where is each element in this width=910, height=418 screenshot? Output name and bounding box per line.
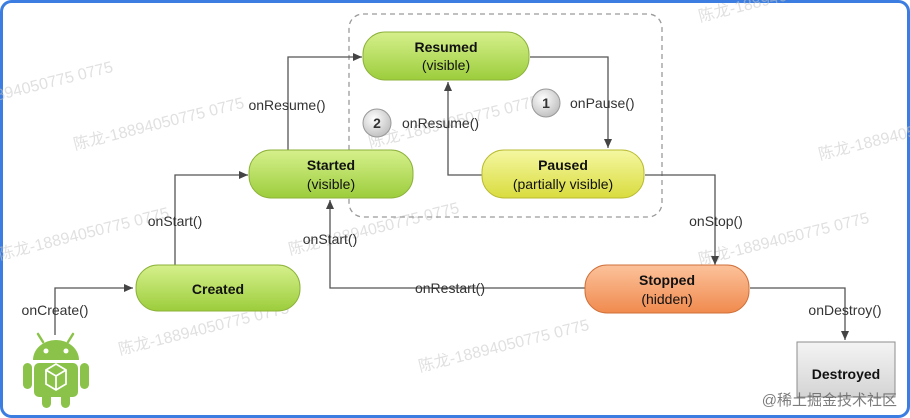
state-stopped-title: Stopped	[639, 272, 695, 288]
arrow-onresume-paused	[444, 82, 482, 176]
state-destroyed-title: Destroyed	[812, 366, 880, 382]
state-started-subtitle: (visible)	[307, 176, 355, 192]
state-resumed-title: Resumed	[414, 39, 477, 55]
arrow-ondestroy	[750, 287, 849, 340]
arrow-onstop	[645, 174, 719, 265]
label-onstart-created: onStart()	[148, 213, 202, 229]
label-onstart-restart: onStart()	[303, 231, 357, 247]
state-started: Started (visible)	[248, 149, 414, 199]
label-onresume-started: onResume()	[248, 97, 325, 113]
arrow-oncreate	[54, 284, 133, 335]
label-oncreate: onCreate()	[22, 302, 89, 318]
state-paused: Paused (partially visible)	[481, 149, 645, 199]
state-created-title: Created	[192, 281, 244, 297]
state-started-title: Started	[307, 157, 355, 173]
state-stopped-subtitle: (hidden)	[641, 291, 692, 307]
badge-1-number: 1	[542, 95, 550, 111]
badge-2-number: 2	[373, 115, 381, 131]
arrow-onpause	[530, 56, 612, 148]
state-destroyed: Destroyed	[796, 341, 896, 398]
credit-watermark: @稀土掘金技术社区	[762, 392, 897, 409]
badge-2: 2	[362, 108, 392, 138]
state-paused-subtitle: (partially visible)	[513, 176, 613, 192]
state-stopped: Stopped (hidden)	[584, 264, 750, 314]
label-onrestart: onRestart()	[415, 280, 485, 296]
state-resumed-subtitle: (visible)	[422, 57, 470, 73]
label-onpause: onPause()	[570, 95, 635, 111]
arrow-onresume-started	[287, 53, 362, 150]
label-onresume-paused: onResume()	[402, 115, 479, 131]
state-created: Created	[135, 264, 301, 312]
label-onstop: onStop()	[689, 213, 743, 229]
arrow-onrestart	[326, 200, 585, 289]
state-paused-title: Paused	[538, 157, 588, 173]
connectors	[54, 53, 849, 340]
label-ondestroy: onDestroy()	[808, 302, 881, 318]
arrow-onstart-created	[174, 171, 248, 265]
state-resumed: Resumed (visible)	[362, 31, 530, 81]
android-icon	[23, 332, 89, 408]
badge-1: 1	[531, 88, 561, 118]
